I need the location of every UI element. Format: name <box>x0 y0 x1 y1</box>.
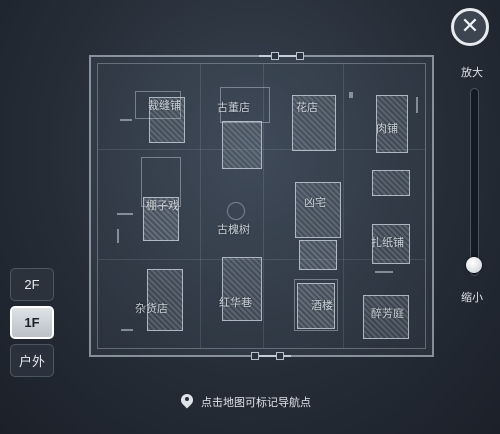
wall-segment <box>117 229 119 243</box>
paper-offering-shop-building[interactable] <box>372 224 410 264</box>
hint-text: 点击地图可标记导航点 <box>201 396 311 409</box>
honghua-alley-building[interactable] <box>222 257 262 321</box>
zoom-out-label[interactable]: 缩小 <box>461 291 483 304</box>
location-label: 杂货店 <box>135 302 168 315</box>
close-button[interactable]: ✕ <box>451 8 489 46</box>
zoom-slider-thumb[interactable] <box>466 256 482 273</box>
south-gate-bar <box>251 355 291 357</box>
antique-shop-building[interactable] <box>222 121 262 169</box>
floor-button-2f[interactable]: 2F <box>10 268 54 301</box>
tailor-shop-building[interactable] <box>149 97 185 143</box>
location-label: 扎纸铺 <box>371 236 404 249</box>
navigation-hint: 点击地图可标记导航点 <box>178 391 311 410</box>
butcher-shop-building[interactable] <box>376 95 408 153</box>
map-grid-line <box>200 64 201 348</box>
location-label: 肉铺 <box>376 122 398 135</box>
location-label: 裁缝铺 <box>148 99 181 112</box>
close-icon: ✕ <box>460 14 480 39</box>
haunted-house-annex <box>299 240 337 270</box>
wall-segment <box>120 119 132 121</box>
map-area[interactable]: 裁缝铺 古董店 花店 肉铺 棚子戏 古槐树 凶宅 扎纸铺 杂货店 红华巷 酒楼 … <box>89 52 434 360</box>
lantern-icon <box>349 92 353 98</box>
north-gate-icon <box>296 52 304 60</box>
location-label: 醉芳庭 <box>371 307 404 320</box>
wall-segment <box>375 271 393 273</box>
location-label: 花店 <box>296 101 318 114</box>
grocery-store-building[interactable] <box>147 269 183 331</box>
location-label: 古董店 <box>217 101 250 114</box>
north-gate-bar <box>259 55 299 57</box>
building-outline <box>220 87 270 123</box>
ancient-tree-icon[interactable] <box>227 202 245 220</box>
location-label: 棚子戏 <box>146 199 179 212</box>
zoom-in-label[interactable]: 放大 <box>461 66 483 79</box>
zuifang-court-building[interactable] <box>363 295 409 339</box>
north-gate-icon <box>271 52 279 60</box>
map-grid-line <box>343 64 344 348</box>
restaurant-building[interactable] <box>297 283 335 329</box>
south-gate-icon <box>276 352 284 360</box>
location-label: 红华巷 <box>219 296 252 309</box>
wall-segment <box>416 97 418 113</box>
building-outline <box>141 157 181 207</box>
flower-shop-building[interactable] <box>292 95 336 151</box>
wall-segment <box>117 213 133 215</box>
opera-stage-building[interactable] <box>143 197 179 241</box>
south-gate-icon <box>251 352 259 360</box>
zoom-slider[interactable] <box>470 88 479 276</box>
haunted-house-building[interactable] <box>295 182 341 238</box>
location-label: 酒楼 <box>311 299 333 312</box>
location-label: 古槐树 <box>217 223 250 236</box>
map-pin-icon <box>178 391 196 410</box>
building-outline <box>135 91 181 119</box>
storage-building <box>372 170 410 196</box>
floor-button-1f[interactable]: 1F <box>10 306 54 339</box>
building-outline <box>294 279 338 331</box>
wall-segment <box>121 329 133 331</box>
floor-button-outdoor[interactable]: 户外 <box>10 344 54 377</box>
location-label: 凶宅 <box>304 196 326 209</box>
map-grid-line <box>263 64 264 348</box>
